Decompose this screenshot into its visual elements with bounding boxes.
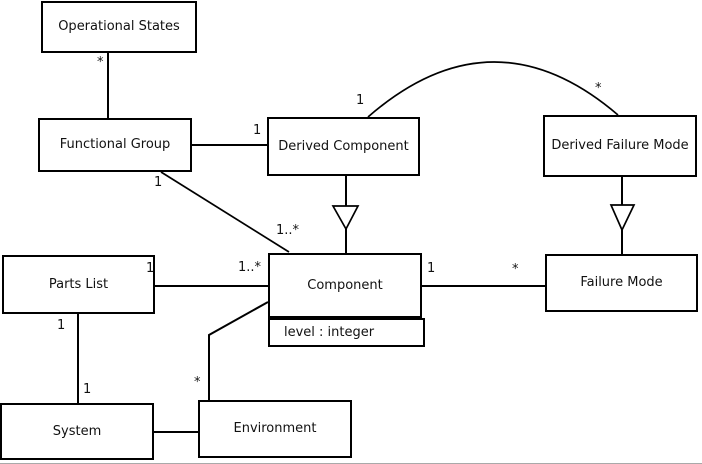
multiplicity-parts-list-end: 1 — [146, 261, 155, 276]
class-box-component: Component — [268, 253, 422, 318]
multiplicity-system-end: 1 — [83, 382, 92, 397]
multiplicity-parts-list-lower-end: 1 — [57, 318, 66, 333]
multiplicity-functional-group-end: 1 — [154, 175, 163, 190]
association-component-environment — [208, 301, 269, 400]
generalization-triangle-icon-derived-component — [331, 205, 360, 231]
multiplicity-failure-mode-end: * — [512, 262, 519, 277]
multiplicity-component-end-of-parts-list: 1..* — [238, 260, 262, 275]
multiplicity-arc-derived-component-end: 1 — [356, 93, 365, 108]
class-box-failure-mode: Failure Mode — [545, 254, 698, 312]
generalization-triangle-icon-derived-failure-mode — [609, 204, 636, 233]
class-box-environment: Environment — [198, 400, 352, 458]
multiplicity-opstates-end: * — [97, 55, 104, 70]
multiplicity-component-end-of-fg: 1..* — [276, 223, 300, 238]
association-derived-component-derived-failure-mode-arc — [367, 61, 619, 118]
multiplicity-environment-end: * — [194, 375, 201, 390]
class-box-system: System — [0, 403, 154, 460]
class-box-derived-failure-mode: Derived Failure Mode — [543, 115, 697, 177]
class-name: Failure Mode — [580, 275, 663, 291]
class-name: Operational States — [58, 19, 180, 35]
class-box-parts-list: Parts List — [2, 255, 155, 314]
class-name: System — [52, 423, 102, 439]
multiplicity-arc-derived-failure-mode-end: * — [595, 81, 602, 96]
class-name: Component — [307, 277, 383, 293]
class-name: Functional Group — [59, 137, 171, 153]
association-functional-group-component — [160, 171, 290, 253]
class-name: Derived Failure Mode — [551, 138, 689, 154]
class-attribute: level : integer — [284, 324, 375, 340]
class-box-derived-component: Derived Component — [267, 117, 420, 176]
class-attributes-component: level : integer — [268, 318, 425, 347]
class-name: Derived Component — [278, 138, 409, 154]
class-name: Parts List — [48, 276, 109, 292]
class-box-functional-group: Functional Group — [38, 118, 192, 172]
multiplicity-component-end-of-failure-mode: 1 — [427, 261, 436, 276]
multiplicity-derived-component-end: 1 — [253, 123, 262, 138]
class-name: Environment — [233, 421, 317, 437]
class-box-operational-states: Operational States — [41, 1, 197, 53]
